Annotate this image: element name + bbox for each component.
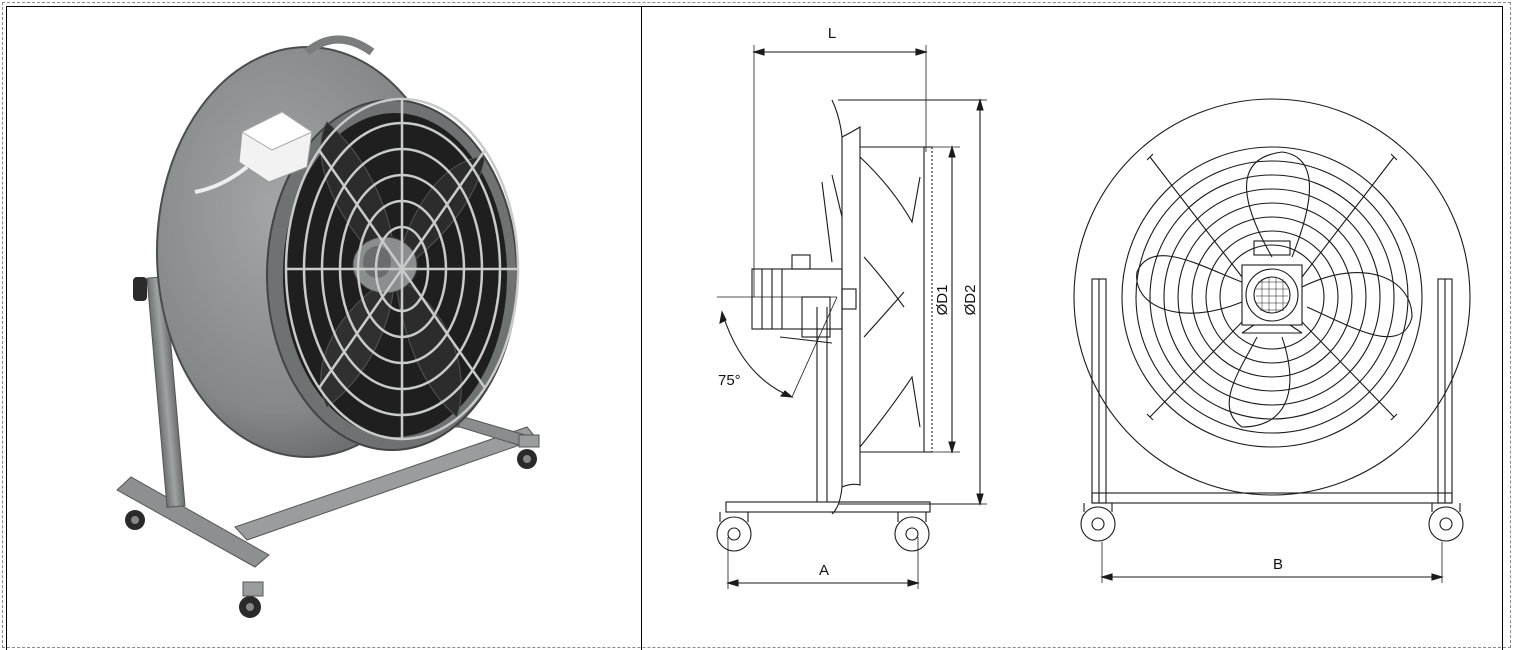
panel-divider (641, 6, 642, 650)
angle-label: 75° (718, 372, 741, 389)
junction-box (194, 111, 314, 194)
fan-housing (133, 35, 520, 458)
dimension-label-b: B (1273, 556, 1283, 573)
dimension-label-a: A (819, 562, 829, 579)
product-photo-panel (7, 7, 641, 650)
side-view (716, 45, 987, 589)
dimension-label-d2: ØD2 (962, 285, 979, 316)
dimension-label-l: L (828, 25, 836, 42)
dimension-label-d1: ØD1 (934, 285, 951, 316)
fan-photo-illustration (116, 35, 540, 618)
front-view (1073, 98, 1471, 583)
figure-border (6, 6, 1503, 650)
technical-drawing-panel: L ØD1 ØD2 75° A B (642, 7, 1502, 650)
caster-wheels (125, 434, 540, 618)
dimension-drawing: L ØD1 ØD2 75° A B (716, 25, 1471, 589)
